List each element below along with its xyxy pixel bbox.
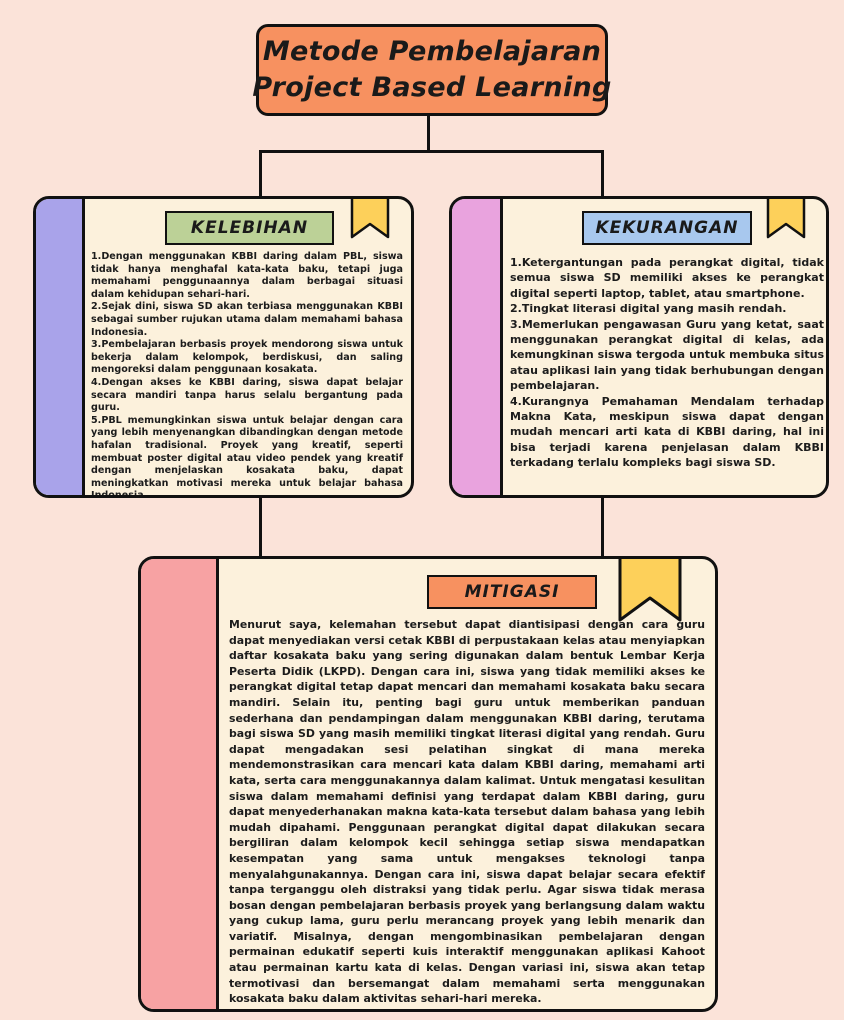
bookmark-icon [618, 559, 682, 622]
connector-right-to-mitigasi [601, 496, 604, 558]
kekurangan-heading: KEKURANGAN [582, 211, 752, 245]
mitigasi-heading: MITIGASI [427, 575, 597, 609]
kelebihan-list: 1.Dengan menggunakan KBBI daring dalam P… [91, 251, 403, 498]
bookmark-icon [766, 199, 806, 239]
connector-title-down [427, 116, 430, 152]
list-item: 5.PBL memungkinkan siswa untuk belajar d… [91, 414, 403, 498]
title-box: Metode Pembelajaran Project Based Learni… [252, 24, 611, 116]
list-item: 4.Kurangnya Pemahaman Mendalam terhadap … [510, 394, 824, 470]
list-item: 2.Sejak dini, siswa SD akan terbiasa men… [91, 301, 403, 338]
kekurangan-list: 1.Ketergantungan pada perangkat digital,… [510, 255, 824, 471]
title-line-1: Metode Pembelajaran [262, 36, 602, 67]
mitigasi-stripe [141, 559, 219, 1009]
connector-left-to-mitigasi [259, 496, 262, 558]
kekurangan-stripe [452, 199, 503, 495]
bookmark-icon [350, 199, 390, 239]
list-item: 1.Ketergantungan pada perangkat digital,… [510, 256, 824, 300]
kelebihan-card: KELEBIHAN 1.Dengan menggunakan KBBI dari… [33, 196, 414, 498]
list-item: 1.Dengan menggunakan KBBI daring dalam P… [91, 251, 403, 300]
kelebihan-stripe [36, 199, 85, 495]
title-line-2: Project Based Learning [252, 72, 612, 103]
kekurangan-card: KEKURANGAN 1.Ketergantungan pada perangk… [449, 196, 829, 498]
list-item: 2.Tingkat literasi digital yang masih re… [510, 302, 787, 316]
list-item: 3.Pembelajaran berbasis proyek mendorong… [91, 339, 403, 376]
connector-right-down [601, 150, 604, 198]
kelebihan-heading: KELEBIHAN [165, 211, 334, 245]
mitigasi-text: Menurut saya, kelemahan tersebut dapat d… [229, 618, 705, 1006]
list-item: 3.Memerlukan pengawasan Guru yang ketat,… [510, 317, 824, 393]
mitigasi-card: MITIGASI Menurut saya, kelemahan tersebu… [138, 556, 718, 1012]
connector-left-down [259, 150, 262, 198]
list-item: 4.Dengan akses ke KBBI daring, siswa dap… [91, 376, 403, 414]
connector-horizontal [259, 150, 604, 153]
